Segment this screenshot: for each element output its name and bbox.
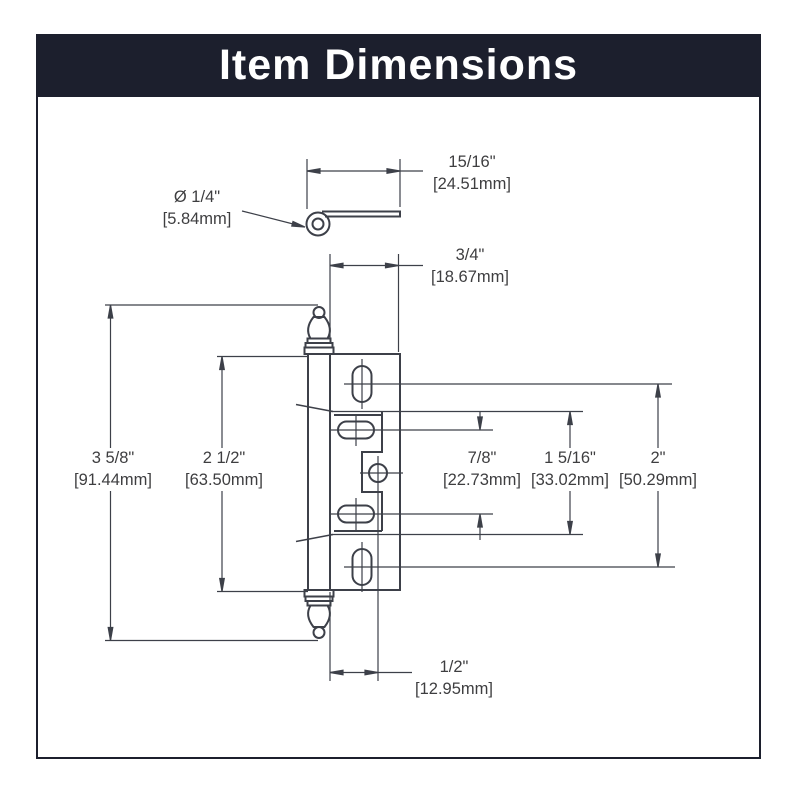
dim-inch-value: 15/16"	[448, 153, 496, 171]
dim-mm-value: [33.02mm]	[531, 470, 609, 489]
hole-centerlines	[355, 359, 403, 592]
dim-mm-value: [91.44mm]	[74, 470, 152, 489]
bottom-finial	[303, 589, 335, 639]
dimension-label-hole-spacing: 2" [50.29mm]	[616, 448, 700, 491]
dim-mm-value: [50.29mm]	[619, 470, 697, 489]
dim-inch-value: 1 5/16"	[544, 449, 596, 467]
dim-mm-value: [18.67mm]	[431, 267, 509, 286]
dim-inch-value: 2"	[650, 449, 666, 467]
dim-mm-value: [22.73mm]	[443, 470, 521, 489]
dim-leaf-width	[329, 254, 423, 352]
dimension-label-edge-offset: 1/2" [12.95mm]	[412, 657, 496, 700]
inner-leaf-outline	[295, 403, 383, 543]
dim-mm-value: [5.84mm]	[162, 209, 232, 228]
dim-mm-value: [12.95mm]	[415, 679, 493, 698]
dimension-label-pin-diameter: Ø 1/4" [5.84mm]	[159, 187, 235, 230]
top-finial	[303, 306, 335, 355]
dim-edge-offset	[329, 456, 412, 681]
dimension-lines	[105, 159, 675, 681]
dim-inch-value: 3/4"	[455, 246, 485, 264]
dim-inch-value: 2 1/2"	[202, 449, 246, 467]
dimension-label-body-height: 2 1/2" [63.50mm]	[182, 448, 266, 491]
page-border-frame	[36, 34, 761, 759]
dim-slot-spacing	[476, 411, 484, 540]
dim-inch-value: 1/2"	[439, 658, 469, 676]
dim-inch-value: 7/8"	[467, 449, 497, 467]
dimension-label-leaf-width: 3/4" [18.67mm]	[428, 245, 512, 288]
dimension-label-cutout-height: 1 5/16" [33.02mm]	[528, 448, 612, 491]
dim-inch-value: Ø 1/4"	[173, 188, 221, 206]
dimension-label-slot-spacing: 7/8" [22.73mm]	[440, 448, 524, 491]
dim-top-width	[306, 159, 423, 209]
hinge-front-view	[295, 306, 403, 639]
dim-mm-value: [24.51mm]	[433, 174, 511, 193]
title-bar: Item Dimensions	[36, 34, 761, 97]
dim-pin-diameter-leader	[241, 210, 306, 228]
dim-mm-value: [63.50mm]	[185, 470, 263, 489]
page-title: Item Dimensions	[218, 41, 579, 89]
hinge-side-view	[305, 210, 401, 237]
dimension-label-top-width: 15/16" [24.51mm]	[430, 152, 514, 195]
dimension-label-overall-height: 3 5/8" [91.44mm]	[71, 448, 155, 491]
dim-inch-value: 3 5/8"	[91, 449, 135, 467]
